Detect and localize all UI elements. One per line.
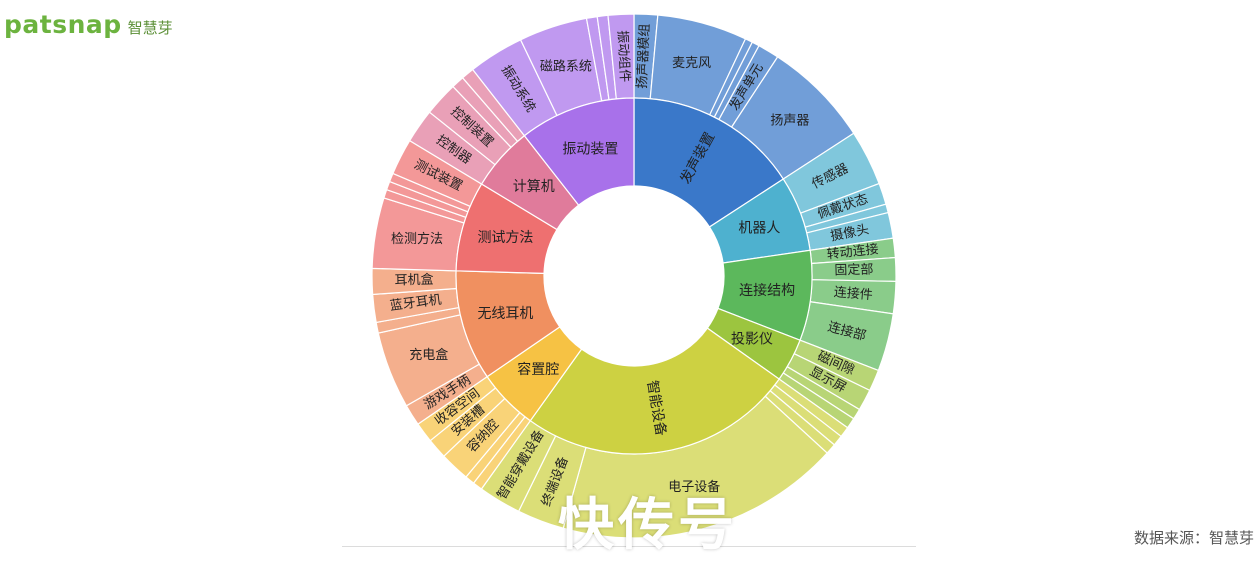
category-label-3: 投影仪 bbox=[731, 331, 773, 347]
subcategory-label-4-3: 电子设备 bbox=[668, 479, 720, 495]
category-label-5: 容置腔 bbox=[517, 361, 559, 378]
category-label-9: 振动装置 bbox=[562, 141, 618, 157]
subcategory-label-2-2: 连接件 bbox=[833, 284, 873, 303]
patsnap-logo: patsnap 智慧芽 bbox=[4, 10, 173, 42]
subcategory-label-2-0: 转动连接 bbox=[826, 241, 879, 263]
category-label-8: 计算机 bbox=[513, 179, 555, 195]
outer-ring bbox=[371, 14, 897, 539]
subcategory-label-6-3: 蓝牙耳机 bbox=[389, 293, 442, 314]
center-hole bbox=[544, 186, 724, 366]
inner-ring bbox=[455, 97, 813, 455]
subcategory-label-6-1: 充电盒 bbox=[409, 347, 448, 363]
subcategory-label-9-4: 振动组件 bbox=[614, 30, 632, 83]
subcategory-label-0-1: 麦克风 bbox=[672, 56, 711, 71]
chart-baseline bbox=[342, 546, 916, 547]
subcategory-label-2-1: 固定部 bbox=[834, 263, 873, 279]
subcategory-label-9-1: 磁路系统 bbox=[540, 58, 592, 74]
category-label-6: 无线耳机 bbox=[477, 306, 533, 322]
sunburst-svg: 发声装置扬声器模组麦克风发声单元扬声器机器人传感器佩戴状态摄像头连接结构转动连接… bbox=[371, 14, 897, 539]
sunburst-chart: 发声装置扬声器模组麦克风发声单元扬声器机器人传感器佩戴状态摄像头连接结构转动连接… bbox=[340, 14, 916, 548]
category-label-2: 连接结构 bbox=[739, 282, 795, 299]
subcategory-label-0-5: 扬声器 bbox=[770, 113, 809, 128]
subcategory-label-1-3: 摄像头 bbox=[829, 222, 870, 244]
logo-name-cn: 智慧芽 bbox=[127, 19, 173, 37]
logo-wordmark: patsnap bbox=[4, 10, 122, 39]
category-label-7: 测试方法 bbox=[477, 230, 533, 246]
category-label-1: 机器人 bbox=[738, 221, 780, 237]
subcategory-label-0-0: 扬声器模组 bbox=[635, 23, 653, 89]
subcategory-label-6-4: 耳机盒 bbox=[394, 272, 433, 289]
subcategory-label-7-0: 检测方法 bbox=[391, 231, 443, 247]
data-source-note: 数据来源：智慧芽 bbox=[1133, 529, 1254, 547]
